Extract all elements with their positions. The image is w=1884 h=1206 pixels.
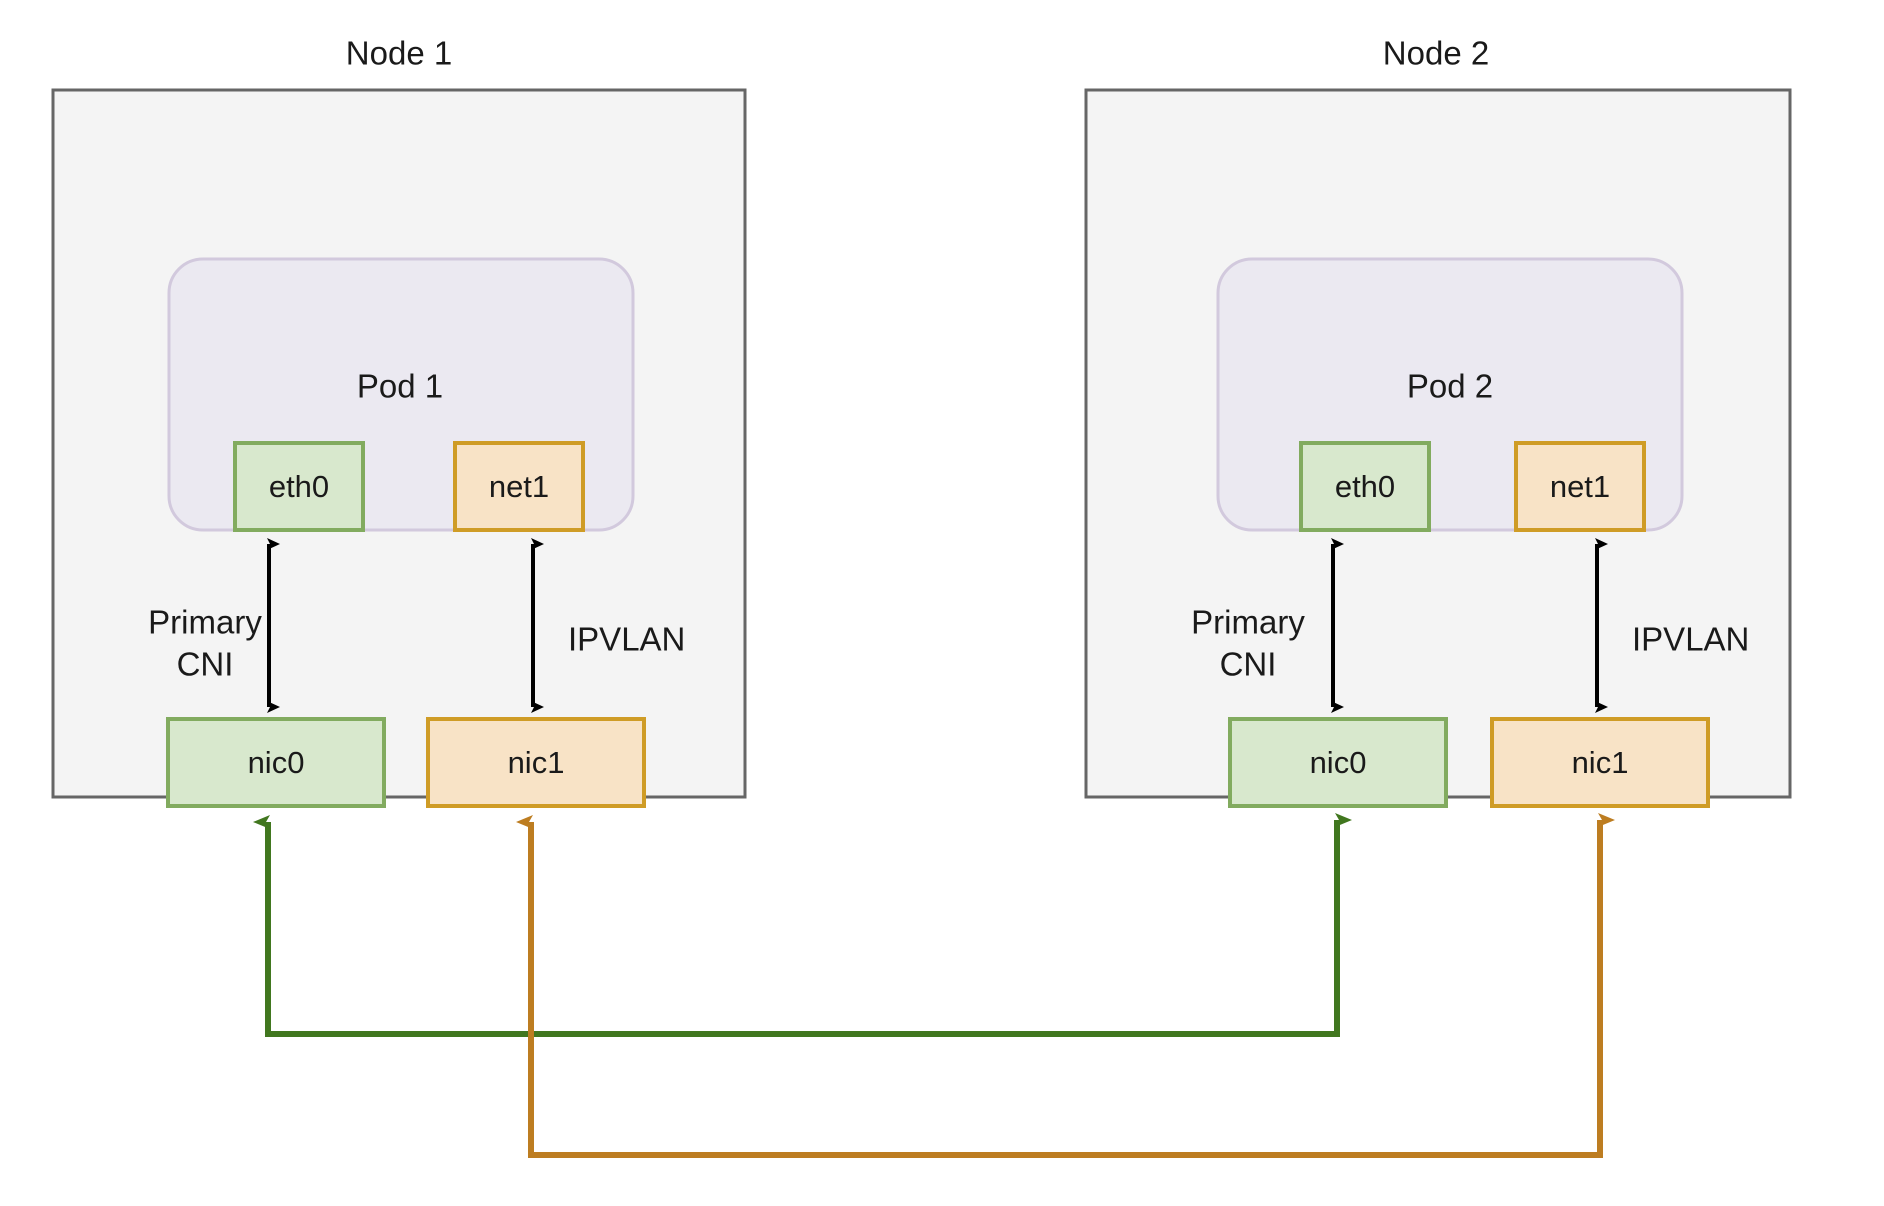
node-1-primary-cni-label-line2: CNI [177, 646, 234, 683]
pod-2-title: Pod 2 [1407, 368, 1493, 405]
node-2-primary-cni-label-line1: Primary [1191, 604, 1305, 641]
pod-2-net1-label: net1 [1550, 469, 1610, 504]
node-1-primary-cni-label-line1: Primary [148, 604, 262, 641]
node-1-nic0-box[interactable] [166, 717, 386, 808]
node-2-primary-cni-label-line2: CNI [1220, 646, 1277, 683]
node-2-nic0-box[interactable] [1228, 717, 1448, 808]
pod-1-net1-box[interactable] [453, 441, 585, 532]
node-2-nic1-label: nic1 [1572, 745, 1629, 780]
pod-1-title: Pod 1 [357, 368, 443, 405]
pod-2-eth0-label: eth0 [1335, 469, 1395, 504]
node-2-group: Node 2 Pod 2 eth0 net1 Primary CNI IPVLA… [1084, 35, 1792, 808]
node-1-nic0-label: nic0 [248, 745, 305, 780]
node-1-group: Node 1 Pod 1 eth0 net1 Primary CNI IPVLA… [51, 35, 747, 808]
node-2-title: Node 2 [1383, 35, 1489, 72]
node-2-nic1-box[interactable] [1490, 717, 1710, 808]
node-1-ipvlan-label: IPVLAN [568, 621, 685, 658]
pod-1-eth0-box[interactable] [233, 441, 365, 532]
node-1-nic1-label: nic1 [508, 745, 565, 780]
pod-1-net1-label: net1 [489, 469, 549, 504]
node-2-ipvlan-label: IPVLAN [1632, 621, 1749, 658]
pod-1-eth0-label: eth0 [269, 469, 329, 504]
nic1-to-nic1-orange-link [516, 813, 1615, 1158]
node-2-nic0-label: nic0 [1310, 745, 1367, 780]
pod-2-net1-box[interactable] [1514, 441, 1646, 532]
node-1-nic1-box[interactable] [426, 717, 646, 808]
nic0-to-nic0-green-link [253, 813, 1352, 1037]
node-1-title: Node 1 [346, 35, 452, 72]
pod-2-eth0-box[interactable] [1299, 441, 1431, 532]
